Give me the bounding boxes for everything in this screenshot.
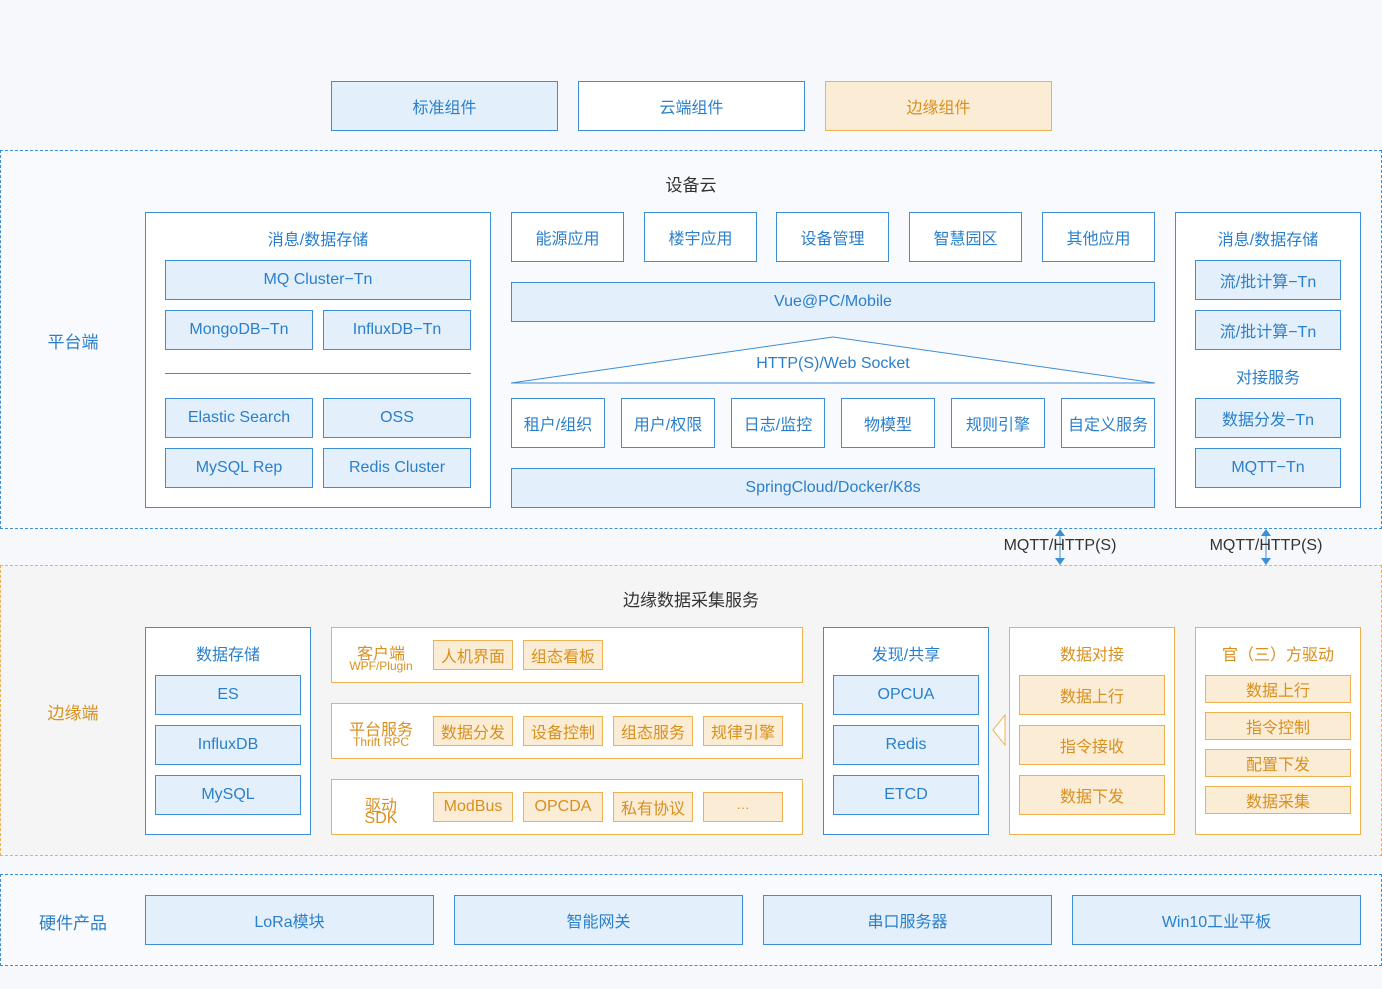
client-hmi: 人机界面	[433, 640, 513, 670]
hw-lora: LoRa模块	[145, 895, 434, 945]
discovery-redis: Redis	[833, 725, 979, 765]
discovery-title: 发现/共享	[871, 647, 941, 664]
driver-subtitle: SDK	[364, 810, 398, 827]
link-left-arrow	[992, 714, 1006, 746]
mq-cluster: MQ Cluster−Tn	[165, 260, 471, 300]
hw-gateway: 智能网关	[454, 895, 743, 945]
service-user: 用户/权限	[621, 398, 715, 448]
link-label-1: MQTT/HTTP(S)	[1003, 537, 1117, 554]
driver-modbus: ModBus	[433, 792, 513, 822]
link-arrow-2	[1261, 529, 1271, 565]
platform-label: 平台端	[47, 333, 99, 352]
left-storage-title: 消息/数据存储	[267, 232, 369, 249]
tp-command-control: 指令控制	[1205, 712, 1351, 740]
client-dashboard: 组态看板	[523, 640, 603, 670]
client-subtitle: WPF/Plugin	[349, 659, 413, 673]
legend-cloud: 云端组件	[578, 81, 805, 131]
app-smart-park: 智慧园区	[909, 212, 1022, 262]
tp-config-downstream: 配置下发	[1205, 749, 1351, 777]
edge-es: ES	[155, 675, 301, 715]
app-other: 其他应用	[1042, 212, 1155, 262]
app-building: 楼宇应用	[644, 212, 757, 262]
link-label-2: MQTT/HTTP(S)	[1209, 537, 1323, 554]
platform-service-subtitle: Thrift RPC	[352, 735, 409, 749]
hw-win10-tablet: Win10工业平板	[1072, 895, 1361, 945]
mysql-rep: MySQL Rep	[165, 448, 313, 488]
service-log: 日志/监控	[731, 398, 825, 448]
discovery-etcd: ETCD	[833, 775, 979, 815]
data-link-title: 数据对接	[1059, 647, 1124, 664]
frontend-bar: Vue@PC/Mobile	[511, 282, 1155, 322]
oss: OSS	[323, 398, 471, 438]
infra-bar: SpringCloud/Docker/K8s	[511, 468, 1155, 508]
service-tenant: 租户/组织	[511, 398, 605, 448]
driver-title: 驱动	[364, 798, 397, 815]
hw-serial-server: 串口服务器	[763, 895, 1052, 945]
ps-device-control: 设备控制	[523, 716, 603, 746]
app-device-mgmt: 设备管理	[776, 212, 889, 262]
left-storage-divider	[165, 373, 471, 374]
integration-title: 对接服务	[1235, 370, 1300, 387]
ps-dispatch: 数据分发	[433, 716, 513, 746]
link-arrow-1	[1055, 529, 1065, 565]
mongodb: MongoDB−Tn	[165, 310, 313, 350]
legend-edge: 边缘组件	[825, 81, 1052, 131]
driver-more: ···	[703, 792, 783, 822]
influxdb: InfluxDB−Tn	[323, 310, 471, 350]
platform-title: 设备云	[665, 176, 717, 195]
mqtt-tn: MQTT−Tn	[1195, 448, 1341, 488]
discovery-opcua: OPCUA	[833, 675, 979, 715]
tp-data-collect: 数据采集	[1205, 786, 1351, 814]
redis-cluster: Redis Cluster	[323, 448, 471, 488]
data-dispatch: 数据分发−Tn	[1195, 398, 1341, 438]
edge-mysql: MySQL	[155, 775, 301, 815]
elastic-search: Elastic Search	[165, 398, 313, 438]
data-upstream: 数据上行	[1019, 675, 1165, 715]
third-party-title: 官（三）方驱动	[1221, 647, 1334, 664]
edge-label: 边缘端	[47, 704, 99, 723]
stream-compute-2: 流/批计算−Tn	[1195, 310, 1341, 350]
app-energy: 能源应用	[511, 212, 624, 262]
protocol-triangle	[511, 336, 1155, 384]
protocol-label: HTTP(S)/Web Socket	[756, 355, 910, 372]
right-storage-title: 消息/数据存储	[1217, 232, 1319, 249]
platform-service-title: 平台服务	[348, 722, 413, 739]
ps-config-service: 组态服务	[613, 716, 693, 746]
client-title: 客户端	[356, 646, 405, 663]
driver-private: 私有协议	[613, 792, 693, 822]
stream-compute-1: 流/批计算−Tn	[1195, 260, 1341, 300]
edge-title: 边缘数据采集服务	[623, 591, 759, 610]
hardware-label: 硬件产品	[39, 914, 107, 933]
service-thing-model: 物模型	[841, 398, 935, 448]
service-custom: 自定义服务	[1061, 398, 1155, 448]
command-receive: 指令接收	[1019, 725, 1165, 765]
driver-opcda: OPCDA	[523, 792, 603, 822]
edge-storage-title: 数据存储	[195, 647, 260, 664]
data-downstream: 数据下发	[1019, 775, 1165, 815]
service-rule-engine: 规则引擎	[951, 398, 1045, 448]
edge-influxdb: InfluxDB	[155, 725, 301, 765]
tp-data-upstream: 数据上行	[1205, 675, 1351, 703]
legend-standard: 标准组件	[331, 81, 558, 131]
ps-rule-engine: 规律引擎	[703, 716, 783, 746]
